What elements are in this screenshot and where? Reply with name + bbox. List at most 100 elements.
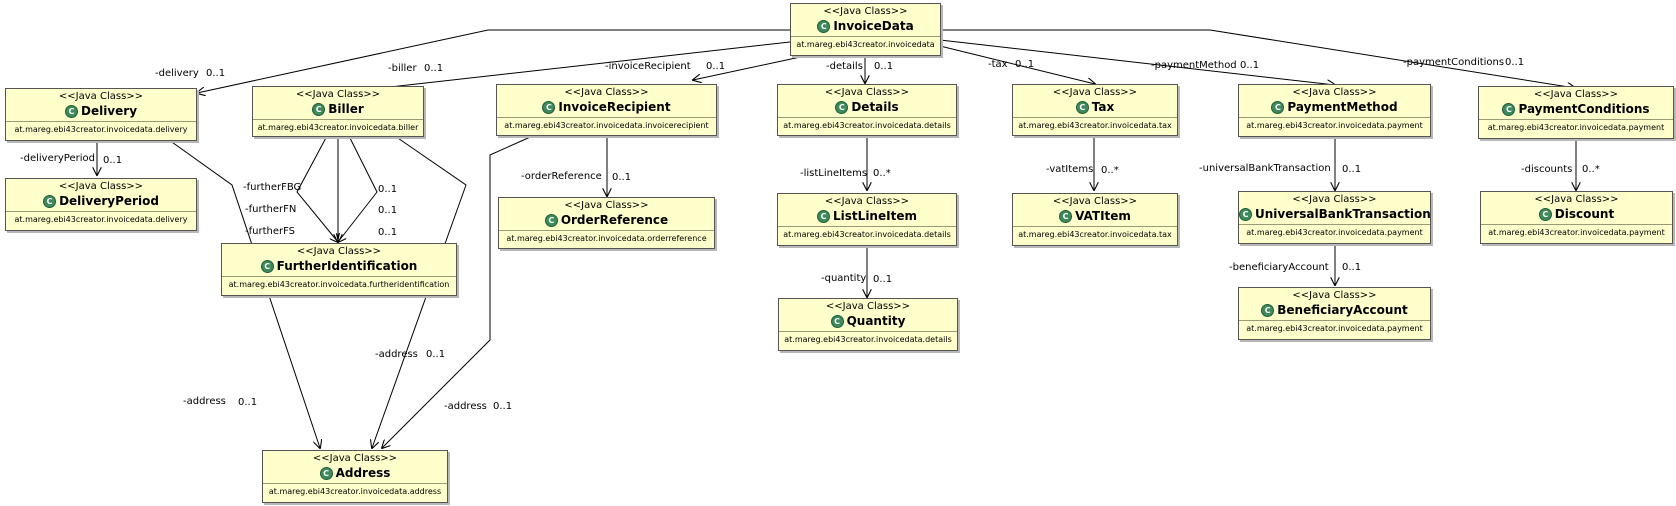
multiplicity-label: 0..1	[378, 227, 398, 238]
class-name: Delivery	[80, 104, 138, 118]
class-name: BeneficiaryAccount	[1277, 303, 1408, 317]
class-package: at.mareg.ebi43creator.invoicedata.delive…	[6, 121, 196, 135]
class-name: UniversalBankTransaction	[1255, 207, 1431, 221]
class-name: DeliveryPeriod	[59, 194, 159, 208]
role-label: -biller	[388, 63, 417, 74]
class-name: FurtherIdentification	[276, 259, 418, 273]
role-label: -address	[444, 401, 487, 412]
edge-furtherfs	[338, 133, 378, 242]
class-package: at.mareg.ebi43creator.invoicedata.tax	[1013, 226, 1177, 240]
java-class-icon: C	[64, 105, 78, 118]
java-class-icon: C	[1261, 304, 1275, 317]
class-name: ListLineItem	[833, 209, 917, 223]
class-package: at.mareg.ebi43creator.invoicedata.biller	[253, 119, 423, 133]
role-label: -invoiceRecipient	[605, 61, 691, 72]
class-name: Tax	[1091, 100, 1115, 114]
class-name: InvoiceRecipient	[558, 100, 671, 114]
edge-delivery	[197, 29, 790, 93]
class-package: at.mareg.ebi43creator.invoicedata.paymen…	[1239, 224, 1430, 238]
multiplicity-label: 0..1	[378, 205, 398, 216]
multiplicity-label: 0..1	[238, 397, 258, 408]
class-package: at.mareg.ebi43creator.invoicedata.detail…	[778, 117, 956, 131]
role-label: -listLineItems	[800, 168, 868, 179]
java-class-icon: C	[260, 260, 274, 273]
multiplicity-label: 0..1	[493, 401, 513, 412]
stereotype-label: <<Java Class>>	[1292, 87, 1377, 98]
java-class-icon: C	[1059, 210, 1073, 223]
multiplicity-label: 0..1	[1015, 59, 1035, 70]
class-package: at.mareg.ebi43creator.invoicedata.paymen…	[1239, 320, 1430, 334]
multiplicity-label: 0..*	[1582, 164, 1600, 175]
role-label: -vatItems	[1046, 164, 1094, 175]
stereotype-label: <<Java Class>>	[1533, 89, 1619, 100]
class-package: at.mareg.ebi43creator.invoicedata.invoic…	[497, 117, 716, 131]
edge-paymentconditions	[940, 29, 1575, 88]
multiplicity-label: 0..*	[1101, 165, 1119, 176]
edge-recipient-address	[382, 133, 538, 448]
stereotype-label: <<Java Class>>	[825, 301, 911, 312]
java-class-icon: C	[1502, 103, 1516, 116]
class-name: Discount	[1554, 207, 1615, 221]
role-label: -beneficiaryAccount	[1229, 262, 1329, 273]
java-class-icon: C	[43, 195, 57, 208]
multiplicity-label: 0..1	[706, 61, 726, 72]
class-package: at.mareg.ebi43creator.invoicedata.orderr…	[499, 230, 714, 244]
java-class-icon: C	[1538, 208, 1552, 221]
multiplicity-label: 0..1	[1505, 57, 1525, 68]
multiplicity-label: 0..1	[378, 184, 398, 195]
stereotype-label: <<Java Class>>	[823, 6, 908, 17]
java-class-icon: C	[319, 467, 333, 480]
multiplicity-label: 0..1	[103, 155, 123, 166]
class-package: at.mareg.ebi43creator.invoicedata.detail…	[778, 226, 956, 240]
stereotype-label: <<Java Class>>	[1292, 290, 1377, 301]
java-class-icon: C	[1075, 101, 1089, 114]
role-label: -furtherFS	[245, 226, 296, 237]
edge-tax	[939, 45, 1095, 84]
role-label: -furtherFBG	[243, 182, 302, 193]
role-label: -details	[826, 61, 863, 72]
java-class-icon: C	[312, 103, 326, 116]
edge-biller-address	[372, 133, 467, 448]
stereotype-label: <<Java Class>>	[1534, 194, 1619, 205]
edge-paymentmethod	[939, 39, 1335, 85]
role-label: -delivery	[155, 68, 199, 79]
multiplicity-label: 0..1	[206, 68, 226, 79]
role-label: -furtherFN	[245, 204, 297, 215]
role-label: -address	[375, 349, 418, 360]
multiplicity-label: 0..1	[612, 172, 632, 183]
java-class-icon: C	[544, 214, 558, 227]
class-name: PaymentConditions	[1518, 102, 1650, 116]
class-name: OrderReference	[560, 213, 669, 227]
class-package: at.mareg.ebi43creator.invoicedata.paymen…	[1481, 224, 1672, 238]
edge-invoicerecipient	[693, 55, 806, 80]
class-package: at.mareg.ebi43creator.invoicedata	[791, 36, 940, 50]
stereotype-label: <<Java Class>>	[1292, 194, 1377, 205]
class-package: at.mareg.ebi43creator.invoicedata.paymen…	[1239, 117, 1430, 131]
stereotype-label: <<Java Class>>	[564, 200, 649, 211]
stereotype-label: <<Java Class>>	[564, 87, 649, 98]
role-label: -tax	[988, 59, 1008, 70]
class-package: at.mareg.ebi43creator.invoicedata.furthe…	[222, 276, 456, 290]
stereotype-label: <<Java Class>>	[824, 196, 910, 207]
role-label: -orderReference	[521, 171, 602, 182]
